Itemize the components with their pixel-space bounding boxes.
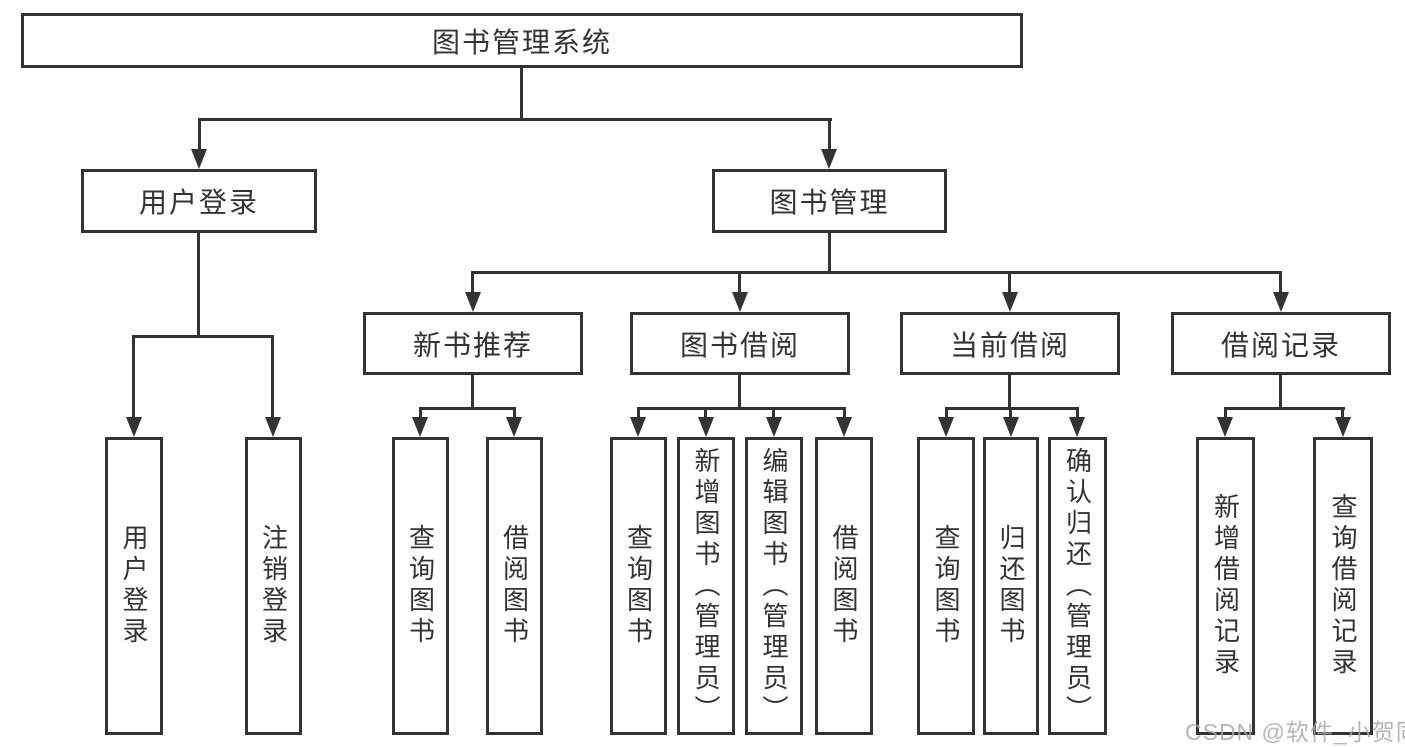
node-cb-return-label: 归还图书 xyxy=(996,524,1026,648)
arrowhead-cb-confirm-icon xyxy=(1069,417,1085,437)
node-bb-add: 新增图书（管理员） xyxy=(677,437,735,735)
connector-to-book-borrow xyxy=(738,271,741,296)
connector-to-cb-confirm xyxy=(1076,407,1079,419)
connector-user-login-hline xyxy=(133,335,274,338)
csdn-watermark: CSDN @软件_小贺同学 xyxy=(1185,719,1405,745)
node-current-borrow-label: 当前借阅 xyxy=(949,329,1070,361)
connector-to-current-borrow xyxy=(1008,271,1011,296)
node-book-borrow-label: 图书借阅 xyxy=(679,329,800,361)
arrowhead-cb-query-icon xyxy=(938,417,954,437)
node-book-borrow: 图书借阅 xyxy=(630,312,850,375)
arrowhead-cb-return-icon xyxy=(1003,417,1019,437)
node-bb-query-label: 查询图书 xyxy=(623,524,654,648)
node-root-label: 图书管理系统 xyxy=(431,26,612,58)
node-book-mgmt-label: 图书管理 xyxy=(769,187,890,218)
connector-current-borrow-hline xyxy=(945,407,1079,410)
connector-to-new-books xyxy=(471,271,474,296)
node-nb-borrow-label: 借阅图书 xyxy=(499,524,530,648)
arrowhead-new-books-icon xyxy=(465,292,481,312)
node-user-login-label: 用户登录 xyxy=(138,187,259,218)
node-ul-login: 用户登录 xyxy=(105,437,163,735)
arrowhead-book-borrow-icon xyxy=(732,292,748,312)
arrowhead-bb-borrow-icon xyxy=(836,417,852,437)
connector-to-cb-query xyxy=(945,407,948,419)
node-cb-query-label: 查询图书 xyxy=(931,524,961,648)
node-user-login: 用户登录 xyxy=(81,169,317,233)
node-root: 图书管理系统 xyxy=(21,13,1023,68)
node-cb-confirm-label: 确认归还（管理员） xyxy=(1062,446,1093,726)
arrowhead-br-add-icon xyxy=(1217,417,1233,437)
node-nb-borrow: 借阅图书 xyxy=(486,437,543,735)
connector-to-nb-borrow xyxy=(513,407,516,419)
node-bb-query: 查询图书 xyxy=(610,437,667,735)
node-cb-return: 归还图书 xyxy=(983,437,1039,735)
node-ul-logout-label: 注销登录 xyxy=(258,524,289,648)
node-cb-confirm: 确认归还（管理员） xyxy=(1048,437,1107,735)
connector-book-mgmt-stem xyxy=(828,233,831,271)
node-ul-login-label: 用户登录 xyxy=(119,524,149,648)
connector-borrow-records-hline xyxy=(1224,407,1345,410)
arrowhead-borrow-records-icon xyxy=(1273,292,1289,312)
connector-to-bb-borrow xyxy=(843,407,846,419)
connector-to-br-query xyxy=(1341,407,1344,419)
node-cb-query: 查询图书 xyxy=(917,437,975,735)
node-br-query: 查询借阅记录 xyxy=(1313,437,1373,735)
connector-current-borrow-stem xyxy=(1008,375,1011,407)
arrowhead-bb-edit-icon xyxy=(766,417,782,437)
arrowhead-ul-login-icon xyxy=(126,417,142,437)
connector-to-nb-query xyxy=(419,407,422,419)
connector-book-borrow-hline xyxy=(637,407,846,410)
node-borrow-records: 借阅记录 xyxy=(1171,312,1391,375)
node-current-borrow: 当前借阅 xyxy=(900,312,1120,375)
node-nb-query: 查询图书 xyxy=(392,437,449,735)
connector-to-ul-logout xyxy=(271,335,274,420)
connector-to-borrow-records xyxy=(1279,271,1282,296)
arrowhead-br-query-icon xyxy=(1335,417,1351,437)
connector-root-hline xyxy=(199,118,832,121)
connector-to-ul-login xyxy=(132,335,135,420)
connector-to-book-mgmt xyxy=(828,118,831,152)
arrowhead-ul-logout-icon xyxy=(265,417,281,437)
arrowhead-book-mgmt-icon xyxy=(821,149,837,169)
connector-to-bb-add xyxy=(704,407,707,419)
node-new-books-label: 新书推荐 xyxy=(412,329,533,361)
connector-level3-hline xyxy=(471,271,1282,274)
arrowhead-nb-query-icon xyxy=(412,417,428,437)
arrowhead-bb-query-icon xyxy=(630,417,646,437)
node-br-add: 新增借阅记录 xyxy=(1196,437,1255,735)
node-bb-borrow: 借阅图书 xyxy=(815,437,873,735)
arrowhead-user-login-icon xyxy=(191,149,207,169)
connector-to-bb-query xyxy=(637,407,640,419)
node-bb-add-label: 新增图书（管理员） xyxy=(691,446,721,726)
node-bb-borrow-label: 借阅图书 xyxy=(829,524,859,648)
node-nb-query-label: 查询图书 xyxy=(405,524,436,648)
connector-to-cb-return xyxy=(1009,407,1012,419)
connector-root-stem xyxy=(520,68,523,118)
connector-to-user-login xyxy=(198,118,201,152)
node-ul-logout: 注销登录 xyxy=(245,437,302,735)
node-borrow-records-label: 借阅记录 xyxy=(1220,329,1341,361)
node-br-query-label: 查询借阅记录 xyxy=(1328,493,1358,679)
connector-to-bb-edit xyxy=(772,407,775,419)
connector-borrow-records-stem xyxy=(1279,375,1282,407)
connector-user-login-stem xyxy=(197,233,200,335)
connector-to-br-add xyxy=(1224,407,1227,419)
arrowhead-current-borrow-icon xyxy=(1002,292,1018,312)
connector-book-borrow-stem xyxy=(738,375,741,407)
node-bb-edit-label: 编辑图书（管理员） xyxy=(759,446,789,726)
connector-new-books-stem xyxy=(471,375,474,407)
node-book-mgmt: 图书管理 xyxy=(712,169,947,233)
node-bb-edit: 编辑图书（管理员） xyxy=(745,437,803,735)
arrowhead-nb-borrow-icon xyxy=(506,417,522,437)
arrowhead-bb-add-icon xyxy=(698,417,714,437)
node-new-books: 新书推荐 xyxy=(363,312,583,375)
connector-new-books-hline xyxy=(419,407,516,410)
node-br-add-label: 新增借阅记录 xyxy=(1210,493,1241,679)
